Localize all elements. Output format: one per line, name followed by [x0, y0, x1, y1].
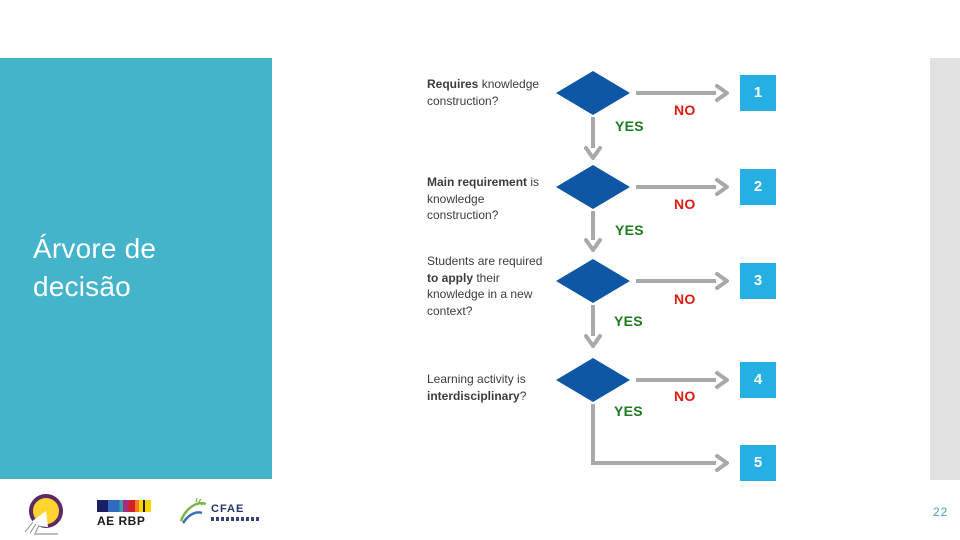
- school-logo: [24, 494, 63, 535]
- yes-label-4: YES: [614, 403, 643, 419]
- question-3-bold: to apply: [427, 270, 474, 285]
- outcome-box-2: 2: [740, 169, 776, 205]
- aerbp-logo: AE RBP: [97, 500, 151, 528]
- decision-diamond-1: [556, 71, 630, 115]
- final-elbow-arrow: [591, 404, 716, 465]
- question-3: Students are required to apply their kno…: [427, 253, 551, 319]
- final-arrowhead: [715, 454, 729, 472]
- no-label-1: NO: [674, 102, 696, 118]
- no-label-3: NO: [674, 291, 696, 307]
- question-3-post: their knowledge in a new context?: [427, 270, 533, 318]
- title-panel: Árvore de decisão: [0, 58, 272, 479]
- question-1-post: knowledge construction?: [427, 77, 540, 108]
- no-arrowhead-2: [715, 178, 729, 196]
- yes-arrowhead-3: [584, 334, 602, 348]
- question-1: Requires knowledge construction?: [427, 76, 549, 109]
- decision-diamond-4: [556, 358, 630, 402]
- aerbp-logo-band: [97, 500, 151, 512]
- cfae-swoosh-icon: [179, 497, 207, 524]
- yes-arrowhead-1: [584, 146, 602, 160]
- outcome-box-1: 1: [740, 75, 776, 111]
- yes-label-2: YES: [615, 222, 644, 238]
- cfae-logo-text: CFAE: [211, 503, 245, 515]
- outcome-box-4: 4: [740, 362, 776, 398]
- outcome-box-3: 3: [740, 263, 776, 299]
- question-2-bold: Main requirement: [427, 175, 528, 189]
- no-arrowhead-1: [715, 84, 729, 102]
- question-3-pre: Students are required: [427, 254, 543, 268]
- no-label-4: NO: [674, 388, 696, 404]
- right-accent-bar: [930, 58, 960, 480]
- yes-label-1: YES: [615, 118, 644, 134]
- question-4-bold: interdisciplinary: [427, 388, 520, 403]
- question-4-post: ?: [519, 388, 527, 403]
- page-number: 22: [933, 505, 949, 519]
- no-arrowhead-4: [715, 371, 729, 389]
- no-arrowhead-3: [715, 272, 729, 290]
- decision-diamond-3: [556, 259, 630, 303]
- cfae-logo: CFAE: [178, 497, 259, 527]
- question-2-post: is knowledge construction?: [427, 175, 540, 222]
- school-logo-caption: [34, 533, 58, 535]
- yes-label-3: YES: [614, 313, 643, 329]
- decision-diamond-2: [556, 165, 630, 209]
- school-logo-sketch: [24, 521, 40, 535]
- question-4: Learning activity is interdisciplinary?: [427, 371, 551, 404]
- no-label-2: NO: [674, 196, 696, 212]
- slide-title: Árvore de decisão: [33, 233, 157, 302]
- cfae-logo-subtext: [211, 517, 259, 521]
- question-4-pre: Learning activity is: [427, 372, 526, 386]
- question-1-bold: Requires: [427, 77, 479, 91]
- yes-arrowhead-2: [584, 238, 602, 252]
- aerbp-logo-text: AE RBP: [97, 514, 146, 528]
- question-2: Main requirement is knowledge constructi…: [427, 174, 549, 224]
- outcome-box-5: 5: [740, 445, 776, 481]
